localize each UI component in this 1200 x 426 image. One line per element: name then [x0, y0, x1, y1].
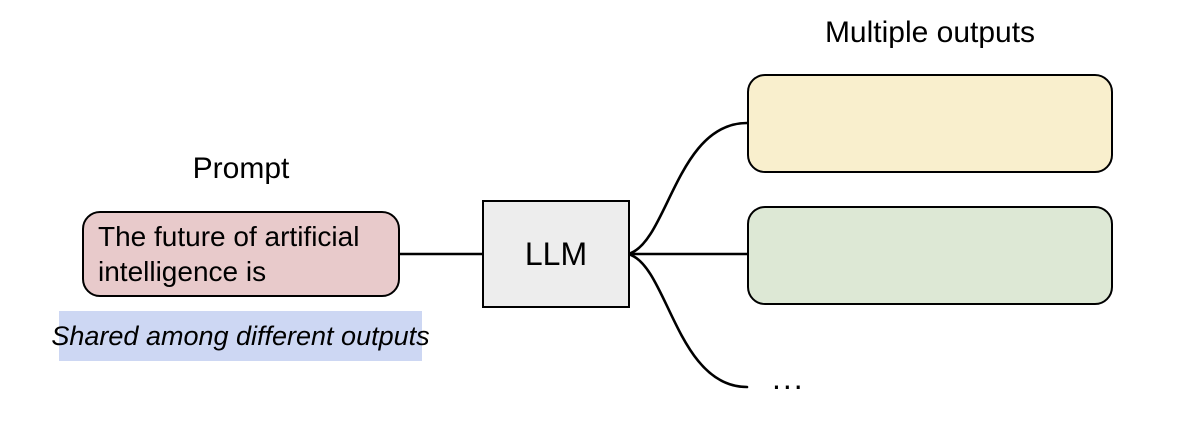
multiple-outputs-label: Multiple outputs — [824, 16, 1036, 49]
output-box-1 — [747, 74, 1113, 173]
more-outputs-ellipsis: ... — [772, 360, 805, 396]
prompt-text-line-2: intelligence is — [98, 256, 267, 287]
prompt-box: The future of artificial intelligence is — [82, 211, 400, 297]
prompt-label: Prompt — [192, 152, 290, 185]
connector-llm-to-more-outputs — [629, 253, 749, 389]
output-box-2 — [747, 206, 1113, 305]
connector-llm-to-output-1 — [629, 121, 749, 255]
prompt-shared-note: Shared among different outputs — [51, 311, 430, 361]
prompt-text-line-1: The future of artificial — [98, 221, 360, 252]
llm-box: LLM — [482, 200, 630, 308]
